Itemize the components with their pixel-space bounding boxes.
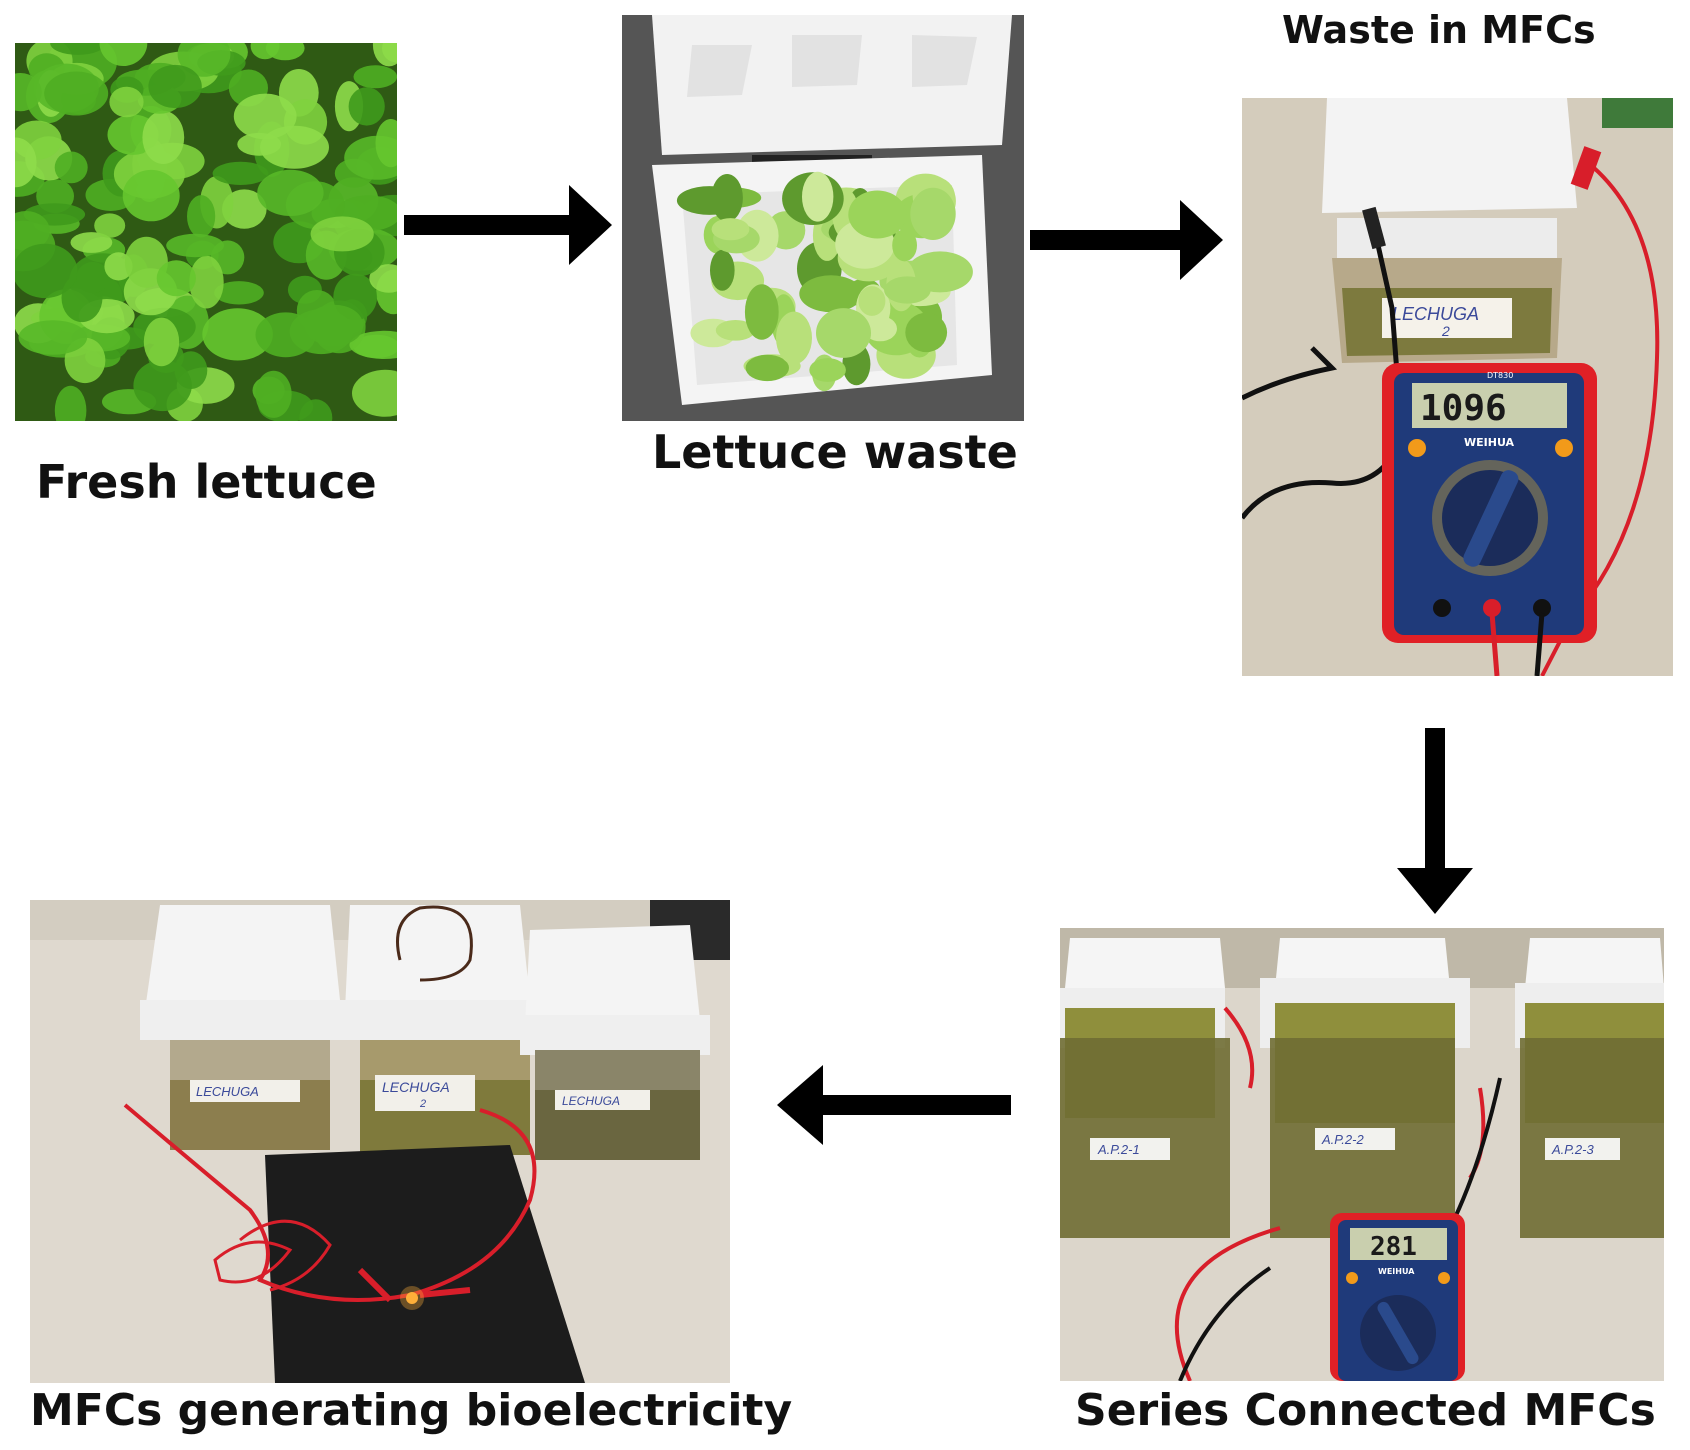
arrow-left <box>775 1060 1013 1150</box>
waste-in-mfcs-caption: Waste in MFCs <box>1282 8 1596 52</box>
fresh-lettuce-caption: Fresh lettuce <box>36 455 377 509</box>
series-jar-label-2: A.P.2-2 <box>1321 1132 1364 1147</box>
mfc-jar-label: LECHUGA <box>1392 304 1479 324</box>
bio-jar-label-3: LECHUGA <box>562 1094 620 1108</box>
arrow-right-1 <box>404 180 614 270</box>
series-jar-label-3: A.P.2-3 <box>1551 1142 1594 1157</box>
series-meter-reading: 281 <box>1370 1232 1417 1262</box>
lettuce-waste-photo <box>622 15 1024 421</box>
bio-jar-label-2-number: 2 <box>419 1098 426 1110</box>
arrow-right-2 <box>1030 195 1225 285</box>
series-connected-mfcs-photo: A.P.2-1 A.P.2-2 A.P.2-3 281 WEIHUA <box>1060 928 1664 1381</box>
mfc-meter-model: DT830 <box>1487 371 1513 380</box>
series-connected-mfcs-caption: Series Connected MFCs <box>1075 1385 1656 1436</box>
waste-in-mfcs-photo: LECHUGA 2 1096 DT830 WEIHUA <box>1242 98 1673 676</box>
series-jar-label-1: A.P.2-1 <box>1097 1142 1140 1157</box>
mfcs-bioelectricity-photo: LECHUGA LECHUGA 2 LECHUGA <box>30 900 730 1383</box>
fresh-lettuce-photo <box>15 43 397 421</box>
mfcs-bioelectricity-caption: MFCs generating bioelectricity <box>30 1385 793 1436</box>
mfc-jar-number: 2 <box>1441 323 1450 339</box>
bio-jar-label-2: LECHUGA <box>382 1079 450 1095</box>
mfc-meter-brand: WEIHUA <box>1464 436 1515 449</box>
mfc-meter-reading: 1096 <box>1420 388 1507 429</box>
bio-jar-label-1: LECHUGA <box>196 1084 259 1099</box>
series-meter-brand: WEIHUA <box>1378 1267 1415 1276</box>
arrow-down <box>1395 728 1475 916</box>
lettuce-waste-caption: Lettuce waste <box>652 425 1018 479</box>
